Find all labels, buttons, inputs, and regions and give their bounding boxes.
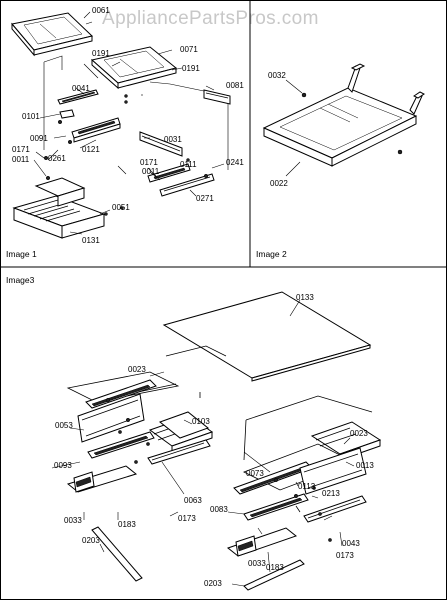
image-3-caption: Image3 [6, 275, 35, 285]
image-1-parts [11, 11, 231, 239]
callout-0091: 0091 [30, 134, 48, 143]
shelf-0071 [90, 46, 178, 90]
image-2-parts [262, 63, 425, 177]
image-2-caption: Image 2 [256, 249, 287, 259]
callout-0053: 0053 [55, 421, 73, 430]
left-shelf-assembly [66, 345, 227, 582]
callout-0111: 0111 [180, 160, 197, 169]
callout-0011-left: 0011 [12, 155, 30, 164]
callout-0023-right: 0023 [350, 429, 368, 438]
rail-0271 [159, 173, 215, 197]
callout-0133: 0133 [296, 293, 314, 302]
rail-0121 [71, 117, 121, 143]
callout-0071: 0071 [180, 45, 198, 54]
callout-0011-right: 0011 [142, 167, 160, 176]
callout-0213: 0213 [322, 489, 340, 498]
callout-0043: 0043 [342, 539, 360, 548]
callout-0113: 0113 [298, 482, 316, 491]
callout-0022: 0022 [270, 179, 288, 188]
callout-0031: 0031 [164, 135, 182, 144]
callout-0103: 0103 [192, 417, 210, 426]
watermark-text: AppliancePartsPros.com [102, 8, 319, 29]
callout-0131: 0131 [82, 236, 100, 245]
callout-0033-left: 0033 [64, 516, 82, 525]
shelf-0022 [262, 63, 425, 167]
callout-0032: 0032 [268, 71, 286, 80]
callout-0203-left: 0203 [82, 536, 100, 545]
callout-0121: 0121 [82, 145, 100, 154]
callout-0033-right: 0033 [248, 559, 266, 568]
callout-0191-right: 0191 [182, 64, 200, 73]
callout-0261: 0261 [48, 154, 66, 163]
callout-0173-right: 0173 [336, 551, 354, 560]
callout-0171-right: 0171 [140, 158, 158, 167]
callout-0023-left: 0023 [128, 365, 146, 374]
callout-0041: 0041 [72, 84, 90, 93]
rail-0031 [139, 131, 183, 157]
callout-0171-left: 0171 [12, 145, 30, 154]
callout-0063: 0063 [184, 496, 202, 505]
callout-0101: 0101 [22, 112, 40, 121]
drawer-0131 [12, 177, 106, 239]
rail-0111 [147, 163, 191, 183]
callout-0241: 0241 [226, 158, 244, 167]
callout-0191-left: 0191 [92, 49, 110, 58]
image-1-caption: Image 1 [6, 249, 37, 259]
bracket-0081 [203, 89, 231, 105]
callout-0051: 0051 [112, 203, 130, 212]
image-3-parts [51, 291, 382, 591]
callout-0083: 0083 [210, 505, 228, 514]
glass-0133 [162, 291, 372, 382]
callout-0073: 0073 [246, 469, 264, 478]
callout-0173-left: 0173 [178, 514, 196, 523]
right-shelf-assembly [226, 395, 382, 591]
callout-0013: 0013 [356, 461, 374, 470]
callout-0061: 0061 [92, 6, 110, 15]
callout-0203-right: 0203 [204, 579, 222, 588]
callout-0081: 0081 [226, 81, 244, 90]
shelf-0061 [11, 12, 94, 57]
callout-0183-right: 0183 [266, 563, 284, 572]
callout-0093: 0093 [54, 461, 72, 470]
callout-0183-left: 0183 [118, 520, 136, 529]
callout-0271: 0271 [196, 194, 214, 203]
